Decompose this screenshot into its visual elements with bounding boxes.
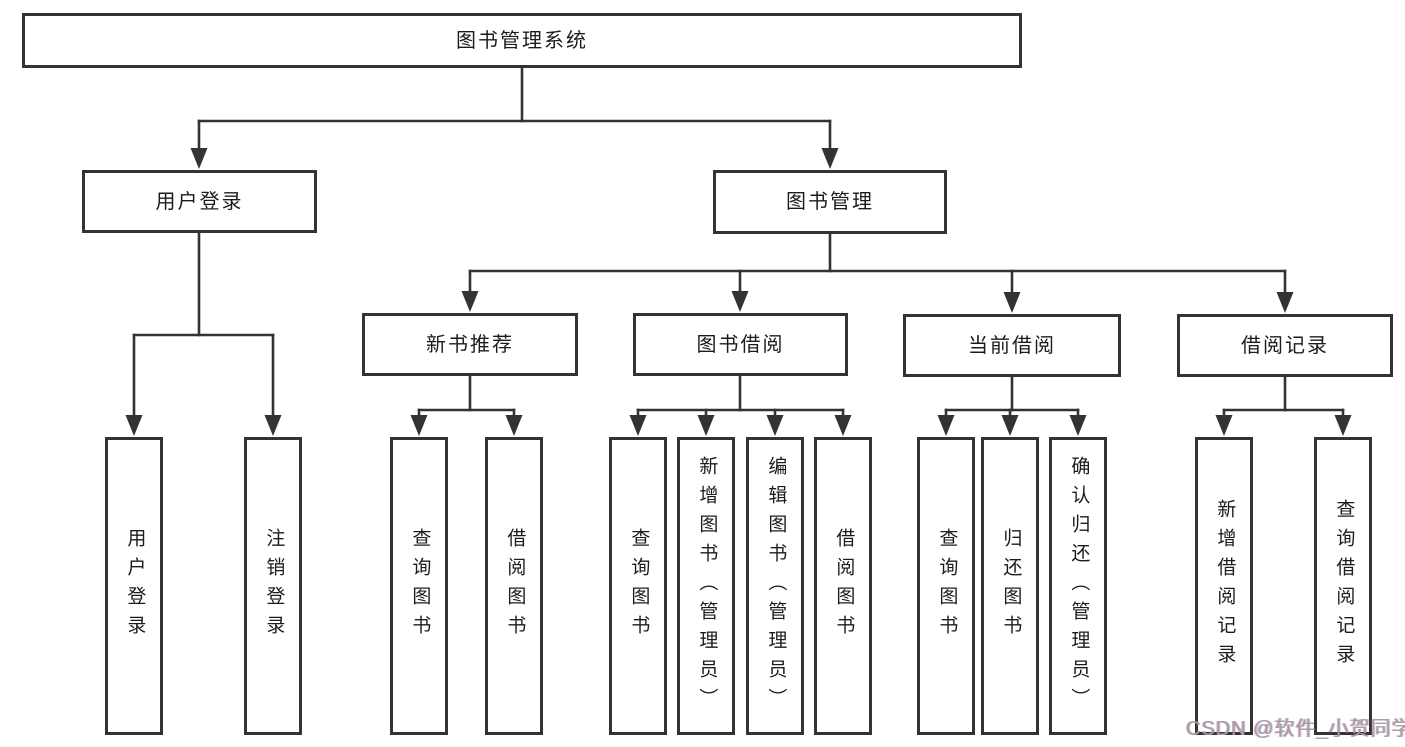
- arrowhead-down-icon: [125, 415, 143, 436]
- arrowhead-down-icon: [505, 415, 523, 436]
- arrowhead-down-icon: [190, 148, 208, 169]
- arrowhead-down-icon: [821, 148, 839, 169]
- arrowhead-down-icon: [1334, 415, 1352, 436]
- node-root: 图书管理系统: [22, 13, 1022, 68]
- node-leaf-edit-book-admin: 编辑图书（管理员）: [746, 437, 804, 735]
- node-user-login: 用户登录: [82, 170, 317, 233]
- node-leaf-query-borrow-record: 查询借阅记录: [1314, 437, 1372, 735]
- node-current-borrow: 当前借阅: [903, 314, 1121, 377]
- node-leaf-logout: 注销登录: [244, 437, 302, 735]
- node-leaf-borrow-books-2: 借阅图书: [814, 437, 872, 735]
- arrowhead-down-icon: [697, 415, 715, 436]
- node-book-management: 图书管理: [713, 170, 947, 234]
- node-book-borrow: 图书借阅: [633, 313, 848, 376]
- node-borrow-records: 借阅记录: [1177, 314, 1393, 377]
- node-leaf-query-books-3: 查询图书: [917, 437, 975, 735]
- node-leaf-add-borrow-record: 新增借阅记录: [1195, 437, 1253, 735]
- arrowhead-down-icon: [1003, 292, 1021, 313]
- arrowhead-down-icon: [731, 291, 749, 312]
- node-leaf-confirm-return-admin: 确认归还（管理员）: [1049, 437, 1107, 735]
- node-leaf-user-login: 用户登录: [105, 437, 163, 735]
- arrowhead-down-icon: [461, 291, 479, 312]
- node-leaf-return-book: 归还图书: [981, 437, 1039, 735]
- node-new-book-recommend: 新书推荐: [362, 313, 578, 376]
- arrowhead-down-icon: [1069, 415, 1087, 436]
- node-leaf-borrow-books-1: 借阅图书: [485, 437, 543, 735]
- arrowhead-down-icon: [937, 415, 955, 436]
- node-leaf-query-books-2: 查询图书: [609, 437, 667, 735]
- node-leaf-add-book-admin: 新增图书（管理员）: [677, 437, 735, 735]
- arrowhead-down-icon: [629, 415, 647, 436]
- node-leaf-query-books-1: 查询图书: [390, 437, 448, 735]
- arrowhead-down-icon: [834, 415, 852, 436]
- arrowhead-down-icon: [1001, 415, 1019, 436]
- arrowhead-down-icon: [264, 415, 282, 436]
- arrowhead-down-icon: [410, 415, 428, 436]
- arrowhead-down-icon: [1276, 292, 1294, 313]
- arrowhead-down-icon: [766, 415, 784, 436]
- arrowhead-down-icon: [1215, 415, 1233, 436]
- watermark: CSDN @软件_小贺同学: [1186, 718, 1405, 740]
